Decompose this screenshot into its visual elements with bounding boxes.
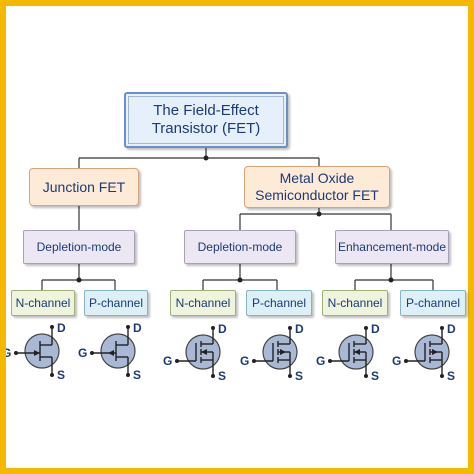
node-emos-p-channel: P-channel: [400, 290, 466, 316]
source-label: S: [447, 369, 455, 383]
node-junction-fet: Junction FET: [29, 168, 139, 206]
drain-label: D: [371, 322, 380, 336]
emos-p-channel-label: P-channel: [405, 296, 461, 310]
drain-label: D: [295, 322, 304, 336]
mosfet-enhancement-label: Enhancement-mode: [337, 240, 447, 254]
root-title-line1: The Field-Effect: [153, 102, 259, 119]
dmos-n-channel-symbol: G D S: [163, 322, 227, 383]
jfet-p-channel-label: P-channel: [88, 296, 144, 310]
node-mosfet-enhancement-mode: Enhancement-mode: [335, 230, 449, 264]
dmos-p-channel-symbol: G D S: [240, 322, 304, 383]
jfet-n-channel-symbol: G D S: [6, 321, 66, 382]
junction-fet-label: Junction FET: [42, 178, 126, 195]
root-node-fet: The Field-Effect Transistor (FET): [124, 92, 288, 148]
dmos-p-channel-label: P-channel: [251, 296, 307, 310]
mosfet-depletion-label: Depletion-mode: [197, 240, 283, 254]
node-jfet-p-channel: P-channel: [84, 290, 148, 316]
source-label: S: [133, 368, 141, 382]
node-mosfet-depletion-mode: Depletion-mode: [184, 230, 296, 264]
mosfet-label-line1: Metal Oxide: [279, 170, 355, 186]
dmos-n-channel-label: N-channel: [175, 296, 231, 310]
drain-label: D: [447, 322, 456, 336]
drain-label: D: [133, 321, 142, 335]
emos-p-channel-symbol: G D S: [392, 322, 456, 383]
root-title-line2: Transistor (FET): [151, 120, 261, 137]
gate-label: G: [316, 354, 325, 368]
node-dmos-p-channel: P-channel: [246, 290, 312, 316]
mosfet-label-line2: Semiconductor FET: [255, 187, 379, 203]
emos-n-channel-symbol: G D S: [316, 322, 380, 383]
node-jfet-n-channel: N-channel: [11, 290, 75, 316]
source-label: S: [57, 368, 65, 382]
jfet-p-channel-symbol: G D S: [78, 321, 142, 382]
drain-label: D: [57, 321, 66, 335]
source-label: S: [295, 369, 303, 383]
transistor-body: [24, 333, 60, 369]
transistor-body: [100, 333, 136, 369]
source-label: S: [218, 369, 226, 383]
jfet-n-channel-label: N-channel: [15, 296, 71, 310]
gate-label: G: [6, 346, 11, 360]
node-emos-n-channel: N-channel: [322, 290, 388, 316]
drain-label: D: [218, 322, 227, 336]
gate-label: G: [78, 346, 87, 360]
node-dmos-n-channel: N-channel: [170, 290, 236, 316]
source-label: S: [371, 369, 379, 383]
gate-label: G: [163, 354, 172, 368]
gate-label: G: [240, 354, 249, 368]
node-jfet-depletion-mode: Depletion-mode: [23, 230, 135, 264]
gate-label: G: [392, 354, 401, 368]
jfet-depletion-label: Depletion-mode: [36, 240, 122, 254]
node-mosfet: Metal Oxide Semiconductor FET: [244, 166, 390, 208]
emos-n-channel-label: N-channel: [327, 296, 383, 310]
connector-lines: [41, 148, 434, 290]
